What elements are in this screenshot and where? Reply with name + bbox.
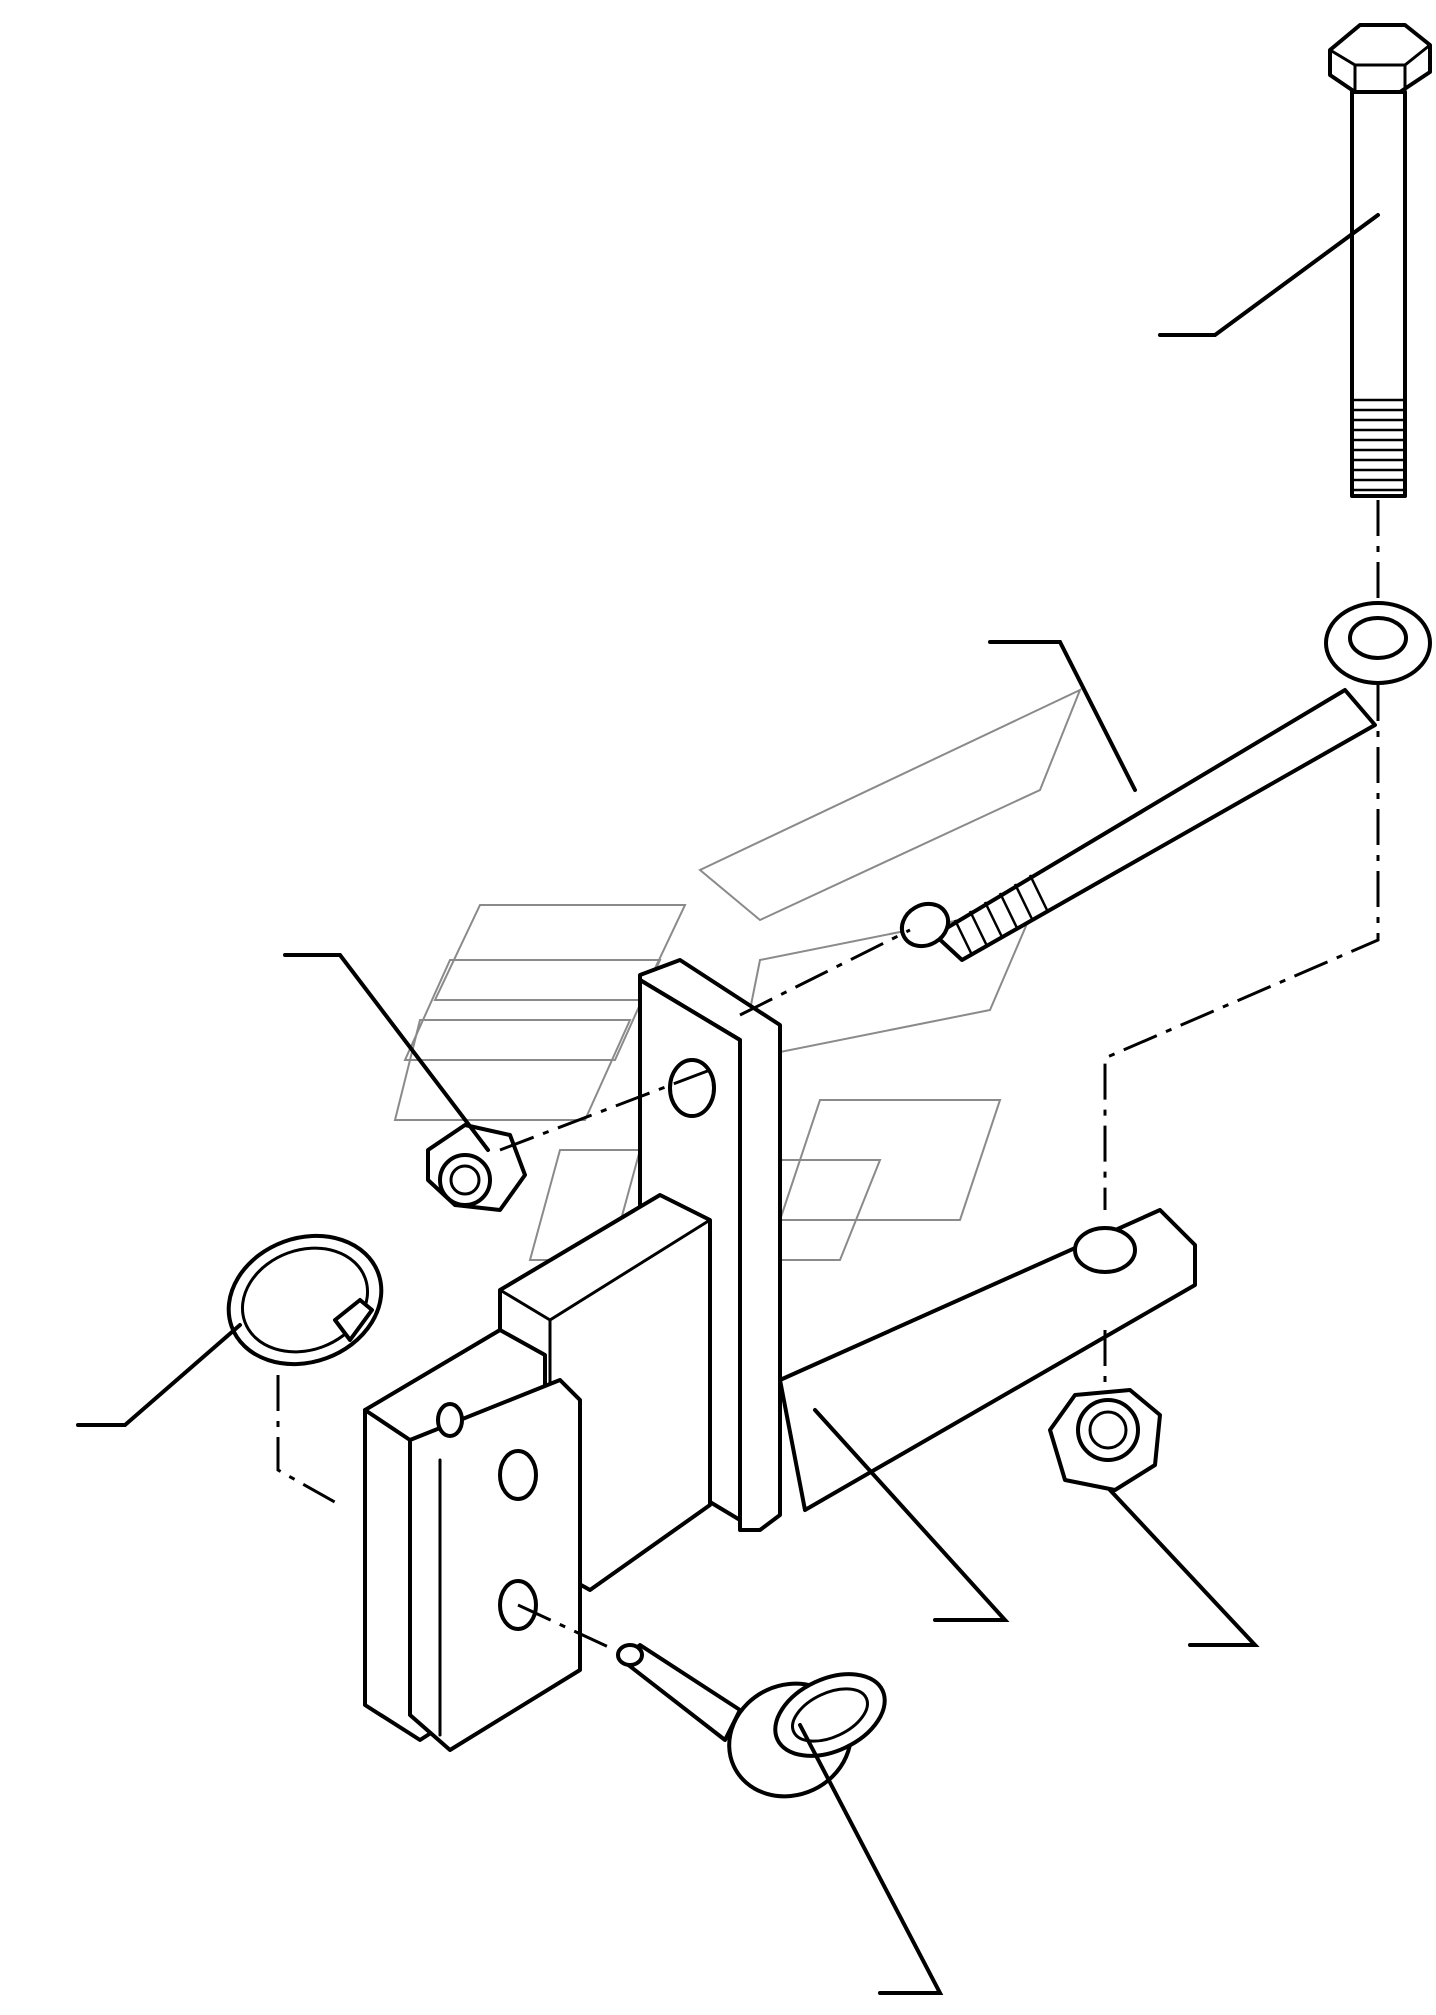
clip-to-bracket-line (276, 1375, 341, 1507)
leader-clip-ring (76, 1323, 242, 1427)
upper-nut-axis-line (499, 1068, 711, 1152)
rod-to-post-line (739, 928, 911, 1017)
hex-bolt (1328, 23, 1432, 498)
pin-axis-line (517, 1603, 616, 1652)
spring-clip-ring (226, 1233, 384, 1367)
leader-eye-rod (988, 640, 1137, 792)
leader-lynch-pin (798, 1723, 944, 1995)
leader-bracket (813, 1408, 1010, 1622)
leader-upper-nut (283, 953, 490, 1152)
rod-to-bracket-line (1103, 685, 1380, 1210)
eye-rod (899, 601, 1432, 962)
lock-nut-upper (426, 1123, 527, 1212)
rod-thread (953, 874, 1049, 956)
leader-lower-nut (1108, 1488, 1260, 1647)
lynch-pin (616, 1643, 887, 1799)
lock-nut-lower (1048, 1388, 1162, 1492)
leader-hex-bolt (1158, 213, 1380, 337)
leader-lines (76, 213, 1380, 1995)
bracket (363, 958, 1197, 1752)
bolt-thread (1352, 398, 1405, 492)
